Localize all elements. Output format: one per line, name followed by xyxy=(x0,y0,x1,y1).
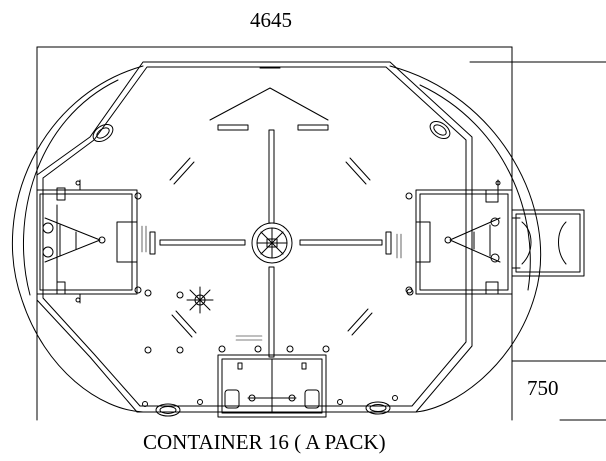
top-dimension-line xyxy=(36,46,513,421)
bolt-points xyxy=(142,288,414,407)
right-rounded-end xyxy=(389,65,542,413)
drawing-caption: CONTAINER 16 ( A PACK) xyxy=(143,430,386,454)
right-pack-module xyxy=(405,179,513,295)
diagonal-slots xyxy=(169,157,373,338)
right-dimension-lines xyxy=(469,61,606,421)
left-rounded-end-inner xyxy=(23,79,119,296)
top-peak-mark xyxy=(209,87,329,121)
left-rounded-end xyxy=(11,65,144,413)
center-hub xyxy=(251,222,293,264)
light-fixture-symbol xyxy=(186,286,214,314)
module-small-labels xyxy=(141,225,402,341)
left-pack-module xyxy=(36,179,142,304)
inner-octagon-hull xyxy=(42,66,467,407)
overall-width-dimension: 4645 xyxy=(250,8,292,32)
lifting-eyes xyxy=(92,120,451,417)
bottom-pack-module xyxy=(217,345,330,418)
outer-octagon-hull xyxy=(36,61,473,413)
right-door-extension xyxy=(511,209,585,277)
top-slot-left xyxy=(217,124,249,131)
extension-dimension: 750 xyxy=(527,376,559,400)
right-rounded-end-inner xyxy=(419,84,531,291)
top-slot-right xyxy=(297,124,329,131)
